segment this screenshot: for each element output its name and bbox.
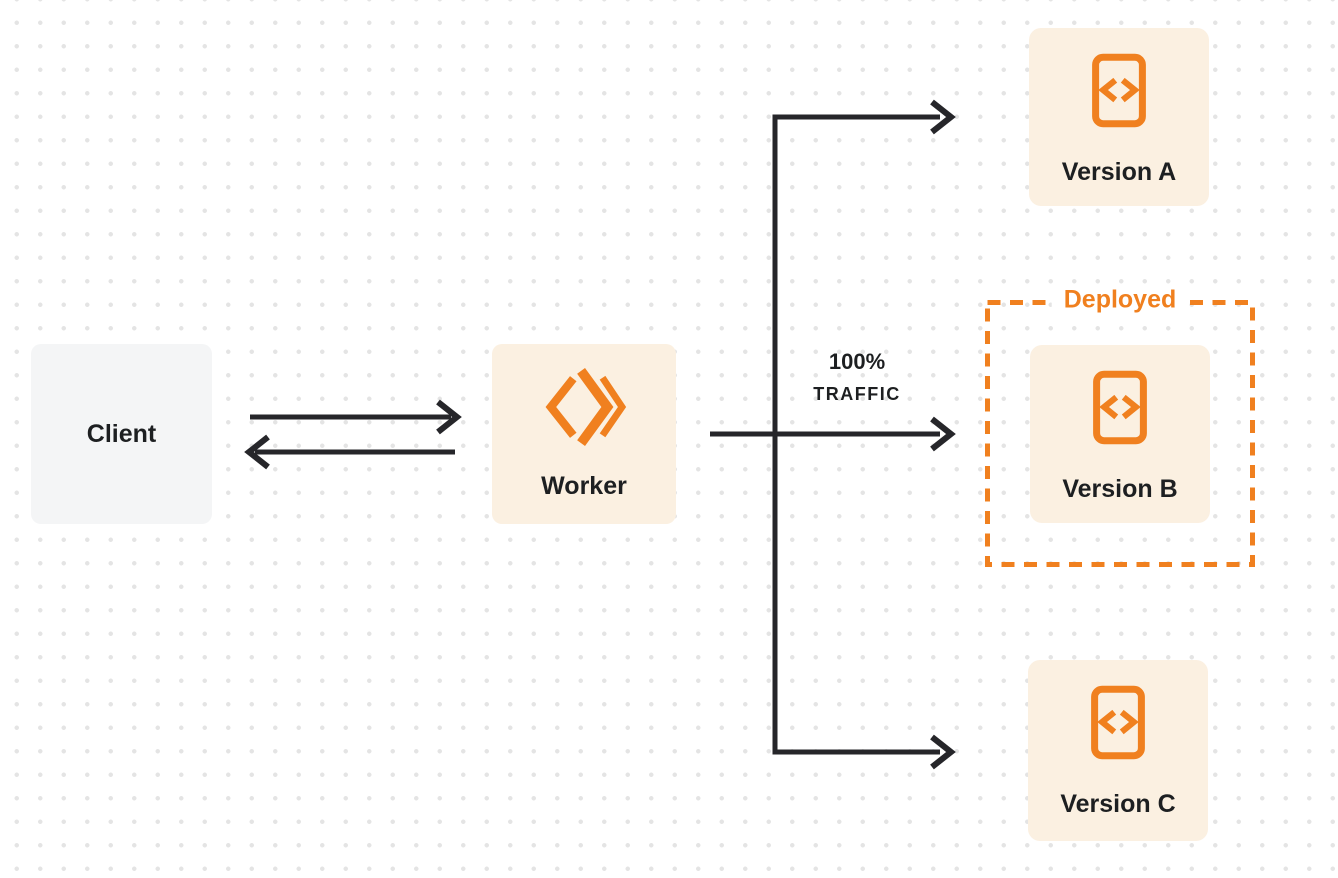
- arrowhead-to-version-c-icon: [930, 734, 956, 770]
- arrowhead-to-version-b-icon: [930, 416, 956, 452]
- version-c-node: Version C: [1028, 660, 1208, 841]
- worker-icon: [541, 368, 627, 446]
- traffic-percent-label: 100%: [828, 349, 886, 374]
- traffic-annotation: 100% TRAFFIC: [799, 349, 915, 406]
- version-a-node: Version A: [1029, 28, 1209, 206]
- deployed-label: Deployed: [1051, 285, 1189, 315]
- branch-trunk-line: [772, 114, 940, 755]
- version-b-node: Version B: [1030, 345, 1210, 523]
- client-node: Client: [31, 344, 212, 524]
- arrowhead-to-worker-icon: [436, 399, 462, 435]
- traffic-word-label: TRAFFIC: [813, 384, 901, 404]
- arrowhead-to-client-icon: [244, 434, 270, 470]
- version-b-label: Version B: [1062, 475, 1178, 503]
- code-file-icon: [1091, 370, 1149, 445]
- version-a-label: Version A: [1061, 158, 1177, 186]
- worker-label: Worker: [541, 472, 627, 500]
- deployed-boundary-box: [985, 300, 1255, 567]
- code-file-icon: [1090, 53, 1148, 128]
- code-file-icon: [1089, 685, 1147, 760]
- arrowhead-to-version-a-icon: [930, 99, 956, 135]
- version-c-label: Version C: [1060, 790, 1176, 818]
- worker-node: Worker: [492, 344, 676, 524]
- client-label: Client: [86, 419, 157, 448]
